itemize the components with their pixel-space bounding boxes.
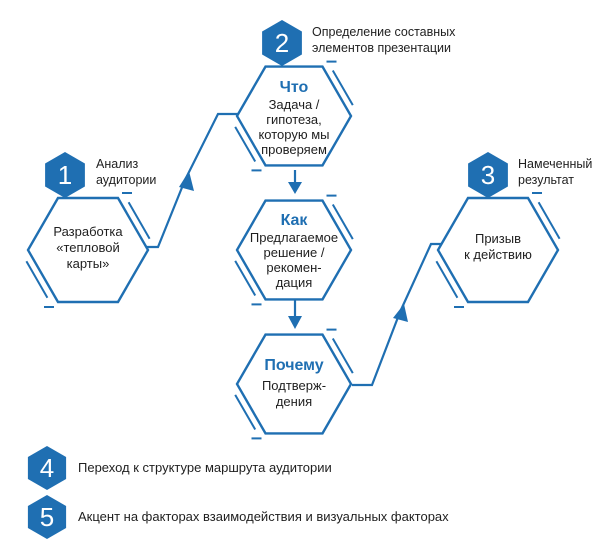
how-line-4: дация <box>276 275 313 290</box>
hexagon-layer <box>25 60 561 440</box>
hexagon-heatmap <box>26 196 150 304</box>
heatmap-line-1: Разработка <box>53 224 123 239</box>
connector-heatmap-to-what-upper <box>184 112 240 181</box>
hexagon-cta-accent-upper <box>537 201 561 240</box>
legend-5-badge <box>27 495 67 539</box>
what-line-3: которую мы <box>258 127 329 142</box>
hexagon-what <box>235 65 353 167</box>
hexagon-how-accent-lower <box>234 260 257 297</box>
how-title: Как <box>281 212 309 229</box>
hexagon-what-accent-upper <box>331 69 354 106</box>
hexagon-how-accent-upper <box>331 203 354 240</box>
step-3-label-line-2: результат <box>518 173 574 187</box>
how-line-2: решение / <box>263 245 324 260</box>
step-3-label-line-1: Намеченный <box>518 157 592 171</box>
hexagon-texts: Разработка «тепловой карты» Что Задача /… <box>53 79 532 409</box>
hexagon-why-accent-lower <box>234 394 257 431</box>
step-3-number: 3 <box>481 160 495 190</box>
hexagon-heatmap-accent-upper <box>127 201 151 240</box>
legend-4-number: 4 <box>40 453 54 483</box>
step-2-number: 2 <box>275 28 289 58</box>
what-line-2: гипотеза, <box>266 112 322 127</box>
arrowheads <box>179 171 408 329</box>
hexagon-why-accent-upper <box>331 337 354 374</box>
step-1-number: 1 <box>58 160 72 190</box>
legend-5-text: Акцент на факторах взаимодействия и визу… <box>78 509 449 524</box>
cta-line-2: к действию <box>464 247 532 262</box>
hexagon-how <box>235 199 353 301</box>
why-line-2: дения <box>276 394 312 409</box>
why-line-1: Подтверж- <box>262 378 326 393</box>
cta-line-1: Призыв <box>475 231 521 246</box>
hexagon-what-accent-lower <box>234 126 257 163</box>
what-title: Что <box>280 79 309 96</box>
arrowhead-up-2 <box>393 304 408 322</box>
step-2-label-line-2: элементов презентации <box>312 41 451 55</box>
arrowhead-down-2 <box>288 316 302 329</box>
hexagon-cta-accent-lower <box>435 260 459 299</box>
heatmap-line-3: карты» <box>67 256 110 271</box>
why-title: Почему <box>264 357 323 374</box>
how-line-1: Предлагаемое <box>250 230 338 245</box>
what-line-4: проверяем <box>261 142 327 157</box>
step-2-label-line-1: Определение составных <box>312 25 456 39</box>
how-line-3: рекомен- <box>266 260 321 275</box>
hexagon-cta <box>436 196 560 304</box>
connector-why-to-cta <box>352 311 402 387</box>
step-3-badge <box>468 152 508 198</box>
what-line-1: Задача / <box>269 97 320 112</box>
legend-5-number: 5 <box>40 502 54 532</box>
arrowhead-down-1 <box>288 182 302 194</box>
hexagon-why <box>235 333 353 435</box>
arrowhead-up-1 <box>179 171 194 191</box>
step-1-label-line-2: аудитории <box>96 173 156 187</box>
connector-heatmap-to-what <box>140 179 187 249</box>
legend-4-badge <box>27 446 67 490</box>
step-2-badge <box>262 20 302 66</box>
step-1-badge <box>45 152 85 198</box>
heatmap-line-2: «тепловой <box>56 240 120 255</box>
legend: 4 Переход к структуре маршрута аудитории… <box>27 446 449 539</box>
hexagon-heatmap-accent-lower <box>25 260 49 299</box>
step-1-label-line-1: Анализ <box>96 157 138 171</box>
legend-4-text: Переход к структуре маршрута аудитории <box>78 460 332 475</box>
step-badges: 1 Анализ аудитории 2 Определение составн… <box>45 20 592 198</box>
